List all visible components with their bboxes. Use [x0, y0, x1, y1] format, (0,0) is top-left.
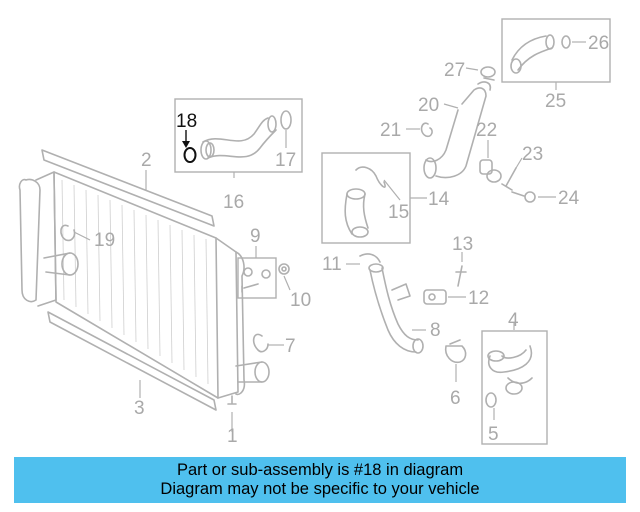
leader-lines [73, 41, 586, 432]
callout-7: 7 [285, 336, 296, 357]
seal-part-5 [485, 392, 497, 408]
callout-24: 24 [558, 188, 580, 209]
seal-part-18 [182, 130, 197, 163]
callout-19: 19 [94, 230, 115, 251]
callout-12: 12 [468, 288, 489, 309]
group-box-16 [174, 98, 303, 173]
bolt-part-13 [455, 265, 467, 287]
nut-part-10 [278, 263, 290, 275]
clip-part-19 [60, 224, 76, 242]
intake-hose-part-16 [200, 115, 277, 160]
callout-15: 15 [388, 202, 409, 223]
callout-13: 13 [452, 234, 473, 255]
callout-21: 21 [380, 120, 401, 141]
callout-3: 3 [134, 398, 145, 419]
group-box-9 [237, 257, 277, 299]
bolt-part-23 [501, 167, 517, 191]
parts-diagram: 1 2 3 4 5 6 7 8 9 10 11 12 13 14 15 16 1… [18, 18, 611, 447]
clamp-part-27 [480, 66, 496, 81]
callout-16: 16 [223, 192, 244, 213]
callout-18: 18 [176, 111, 197, 132]
clamp-part-6 [444, 339, 467, 364]
fitting-part-22 [479, 159, 502, 183]
bolt-part-24 [511, 191, 536, 203]
callout-5: 5 [488, 424, 499, 445]
clip-part-21 [420, 122, 433, 138]
hose-part-4 [487, 345, 533, 395]
callout-26: 26 [588, 33, 609, 54]
callout-17: 17 [275, 150, 296, 171]
callout-4: 4 [508, 310, 519, 331]
callout-2: 2 [141, 150, 152, 171]
banner-line-1: Part or sub-assembly is #18 in diagram [176, 461, 464, 479]
callout-10: 10 [290, 290, 311, 311]
intercooler [18, 149, 270, 411]
callout-11: 11 [322, 254, 342, 275]
callout-9: 9 [250, 226, 261, 247]
sensor-part-12 [423, 289, 447, 305]
lower-pipe-part-8 [359, 253, 424, 354]
bolt-set [241, 267, 271, 293]
callout-23: 23 [522, 144, 543, 165]
clip-part-7 [252, 333, 269, 353]
callout-20: 20 [418, 95, 439, 116]
callout-25: 25 [545, 91, 566, 112]
info-banner: Part or sub-assembly is #18 in diagram D… [14, 457, 626, 503]
seal-part-26 [561, 35, 571, 49]
callout-8: 8 [430, 320, 441, 341]
banner-line-2: Diagram may not be specific to your vehi… [160, 480, 480, 498]
group-box-4 [481, 330, 548, 445]
hose-part-15 [344, 166, 386, 238]
callout-22: 22 [476, 120, 497, 141]
callout-1: 1 [227, 426, 238, 447]
seal-part-17 [280, 110, 292, 130]
pipe-part-25 [510, 34, 555, 74]
callout-14: 14 [428, 189, 450, 210]
callout-27: 27 [444, 60, 465, 81]
callout-6: 6 [450, 388, 461, 409]
charge-pipe-part-20 [423, 81, 492, 179]
